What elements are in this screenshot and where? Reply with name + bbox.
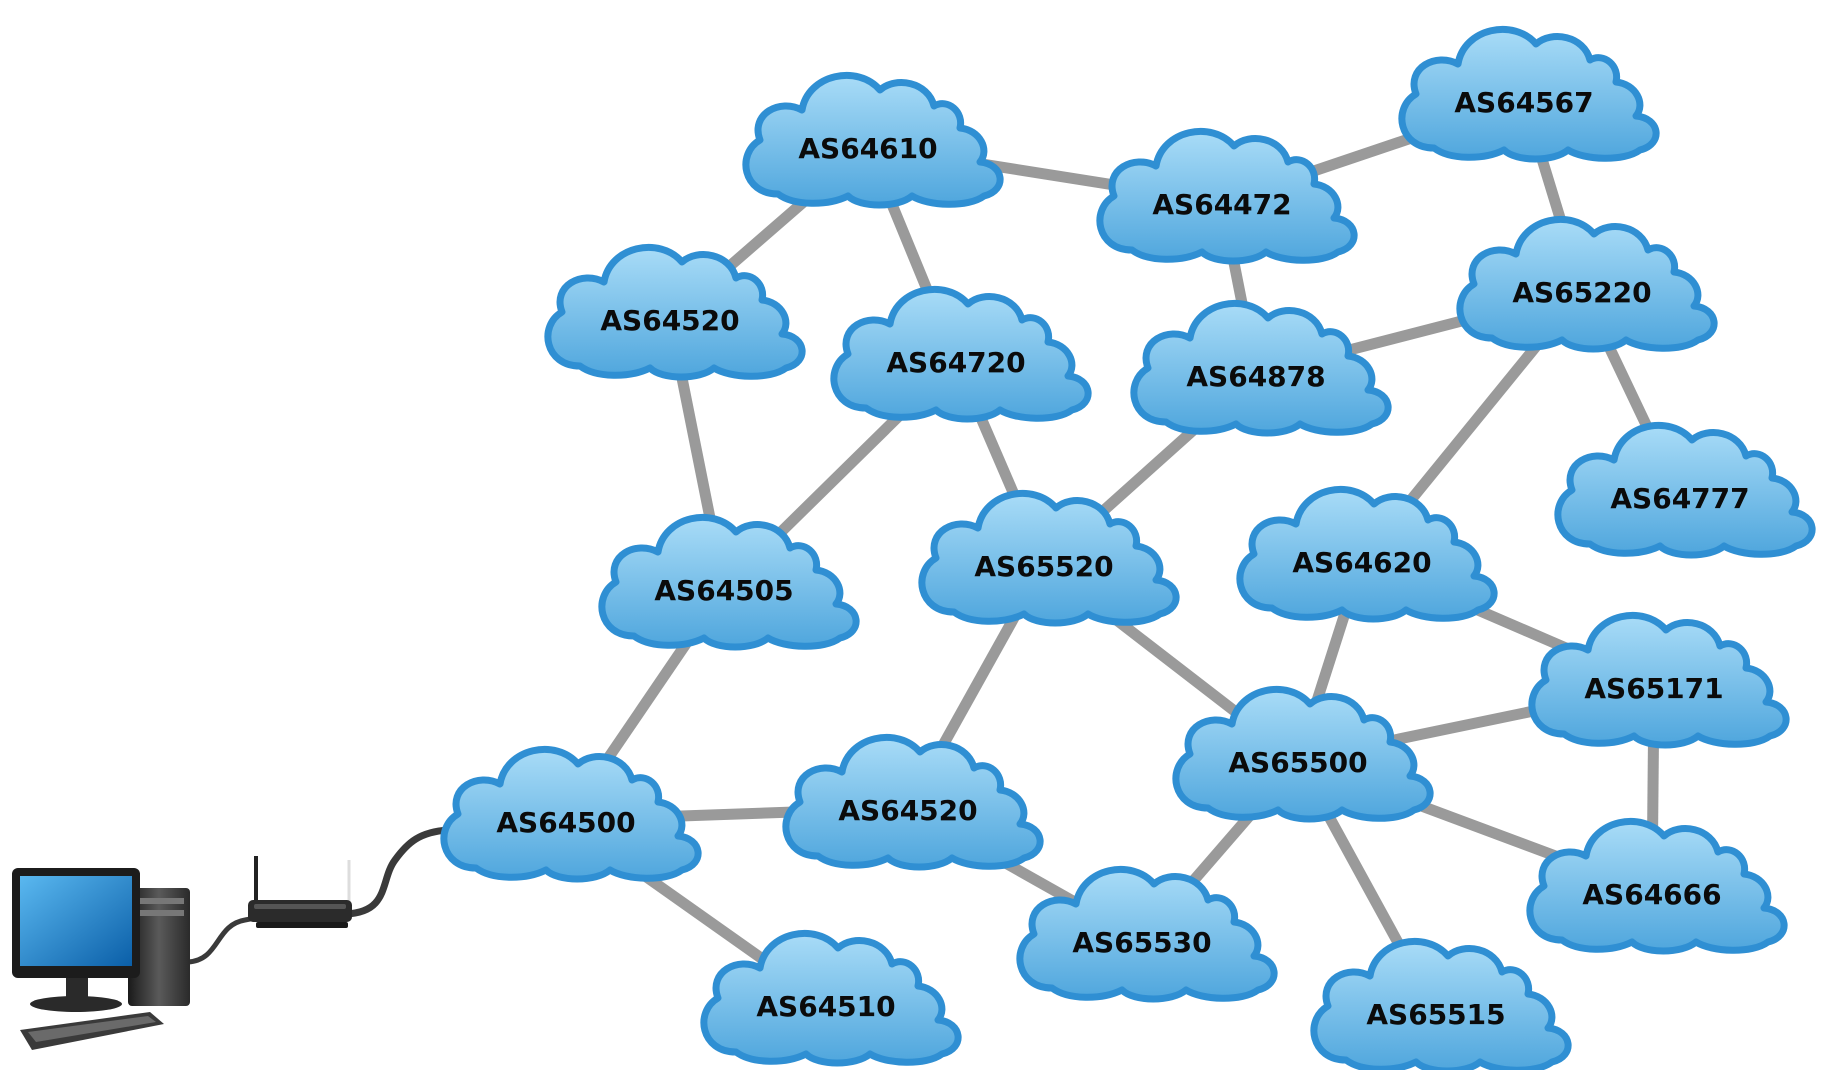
as-node-label: AS65171 [1584, 672, 1723, 705]
as-node-label: AS64777 [1610, 482, 1749, 515]
as-node-label: AS64620 [1292, 546, 1431, 579]
as-node-as64777: AS64777 [1558, 425, 1812, 555]
as-node-as65500: AS65500 [1176, 689, 1430, 819]
as-node-label: AS64666 [1582, 878, 1721, 911]
as-node-as65515: AS65515 [1314, 941, 1568, 1070]
as-node-label: AS65530 [1072, 926, 1211, 959]
as-node-as64520: AS64520 [548, 247, 802, 377]
as-node-as64472: AS64472 [1100, 131, 1354, 261]
as-node-label: AS64878 [1186, 360, 1325, 393]
as-node-label: AS64472 [1152, 188, 1291, 221]
as-node-label: AS64500 [496, 806, 635, 839]
as-node-as64567: AS64567 [1402, 29, 1656, 159]
as-node-label: AS64567 [1454, 86, 1593, 119]
as-node-as64610: AS64610 [746, 75, 1000, 205]
as-node-label: AS65515 [1366, 998, 1505, 1031]
as-node-as64520: AS64520 [786, 737, 1040, 867]
wireless-router-icon [248, 856, 352, 928]
as-node-as64500: AS64500 [444, 749, 698, 879]
as-node-as64505: AS64505 [602, 517, 856, 647]
as-node-label: AS65500 [1228, 746, 1367, 779]
as-node-as65530: AS65530 [1020, 869, 1274, 999]
computer-router-cable [185, 914, 271, 965]
as-node-as65520: AS65520 [922, 493, 1176, 623]
as-node-as64878: AS64878 [1134, 303, 1388, 433]
as-node-label: AS65520 [974, 550, 1113, 583]
desktop-computer-icon [12, 868, 190, 1050]
as-node-as64510: AS64510 [704, 933, 958, 1063]
keyboard-icon [20, 1012, 164, 1050]
as-node-as65171: AS65171 [1532, 615, 1786, 745]
as-node-label: AS64720 [886, 346, 1025, 379]
as-node-label: AS64520 [838, 794, 977, 827]
as-node-as65220: AS65220 [1460, 219, 1714, 349]
as-node-as64620: AS64620 [1240, 489, 1494, 619]
as-node-label: AS65220 [1512, 276, 1651, 309]
as-node-as64720: AS64720 [834, 289, 1088, 419]
as-node-label: AS64520 [600, 304, 739, 337]
as-node-as64666: AS64666 [1530, 821, 1784, 951]
router-network-cable [342, 826, 452, 918]
as-node-label: AS64510 [756, 990, 895, 1023]
as-node-label: AS64505 [654, 574, 793, 607]
as-node-label: AS64610 [798, 132, 937, 165]
